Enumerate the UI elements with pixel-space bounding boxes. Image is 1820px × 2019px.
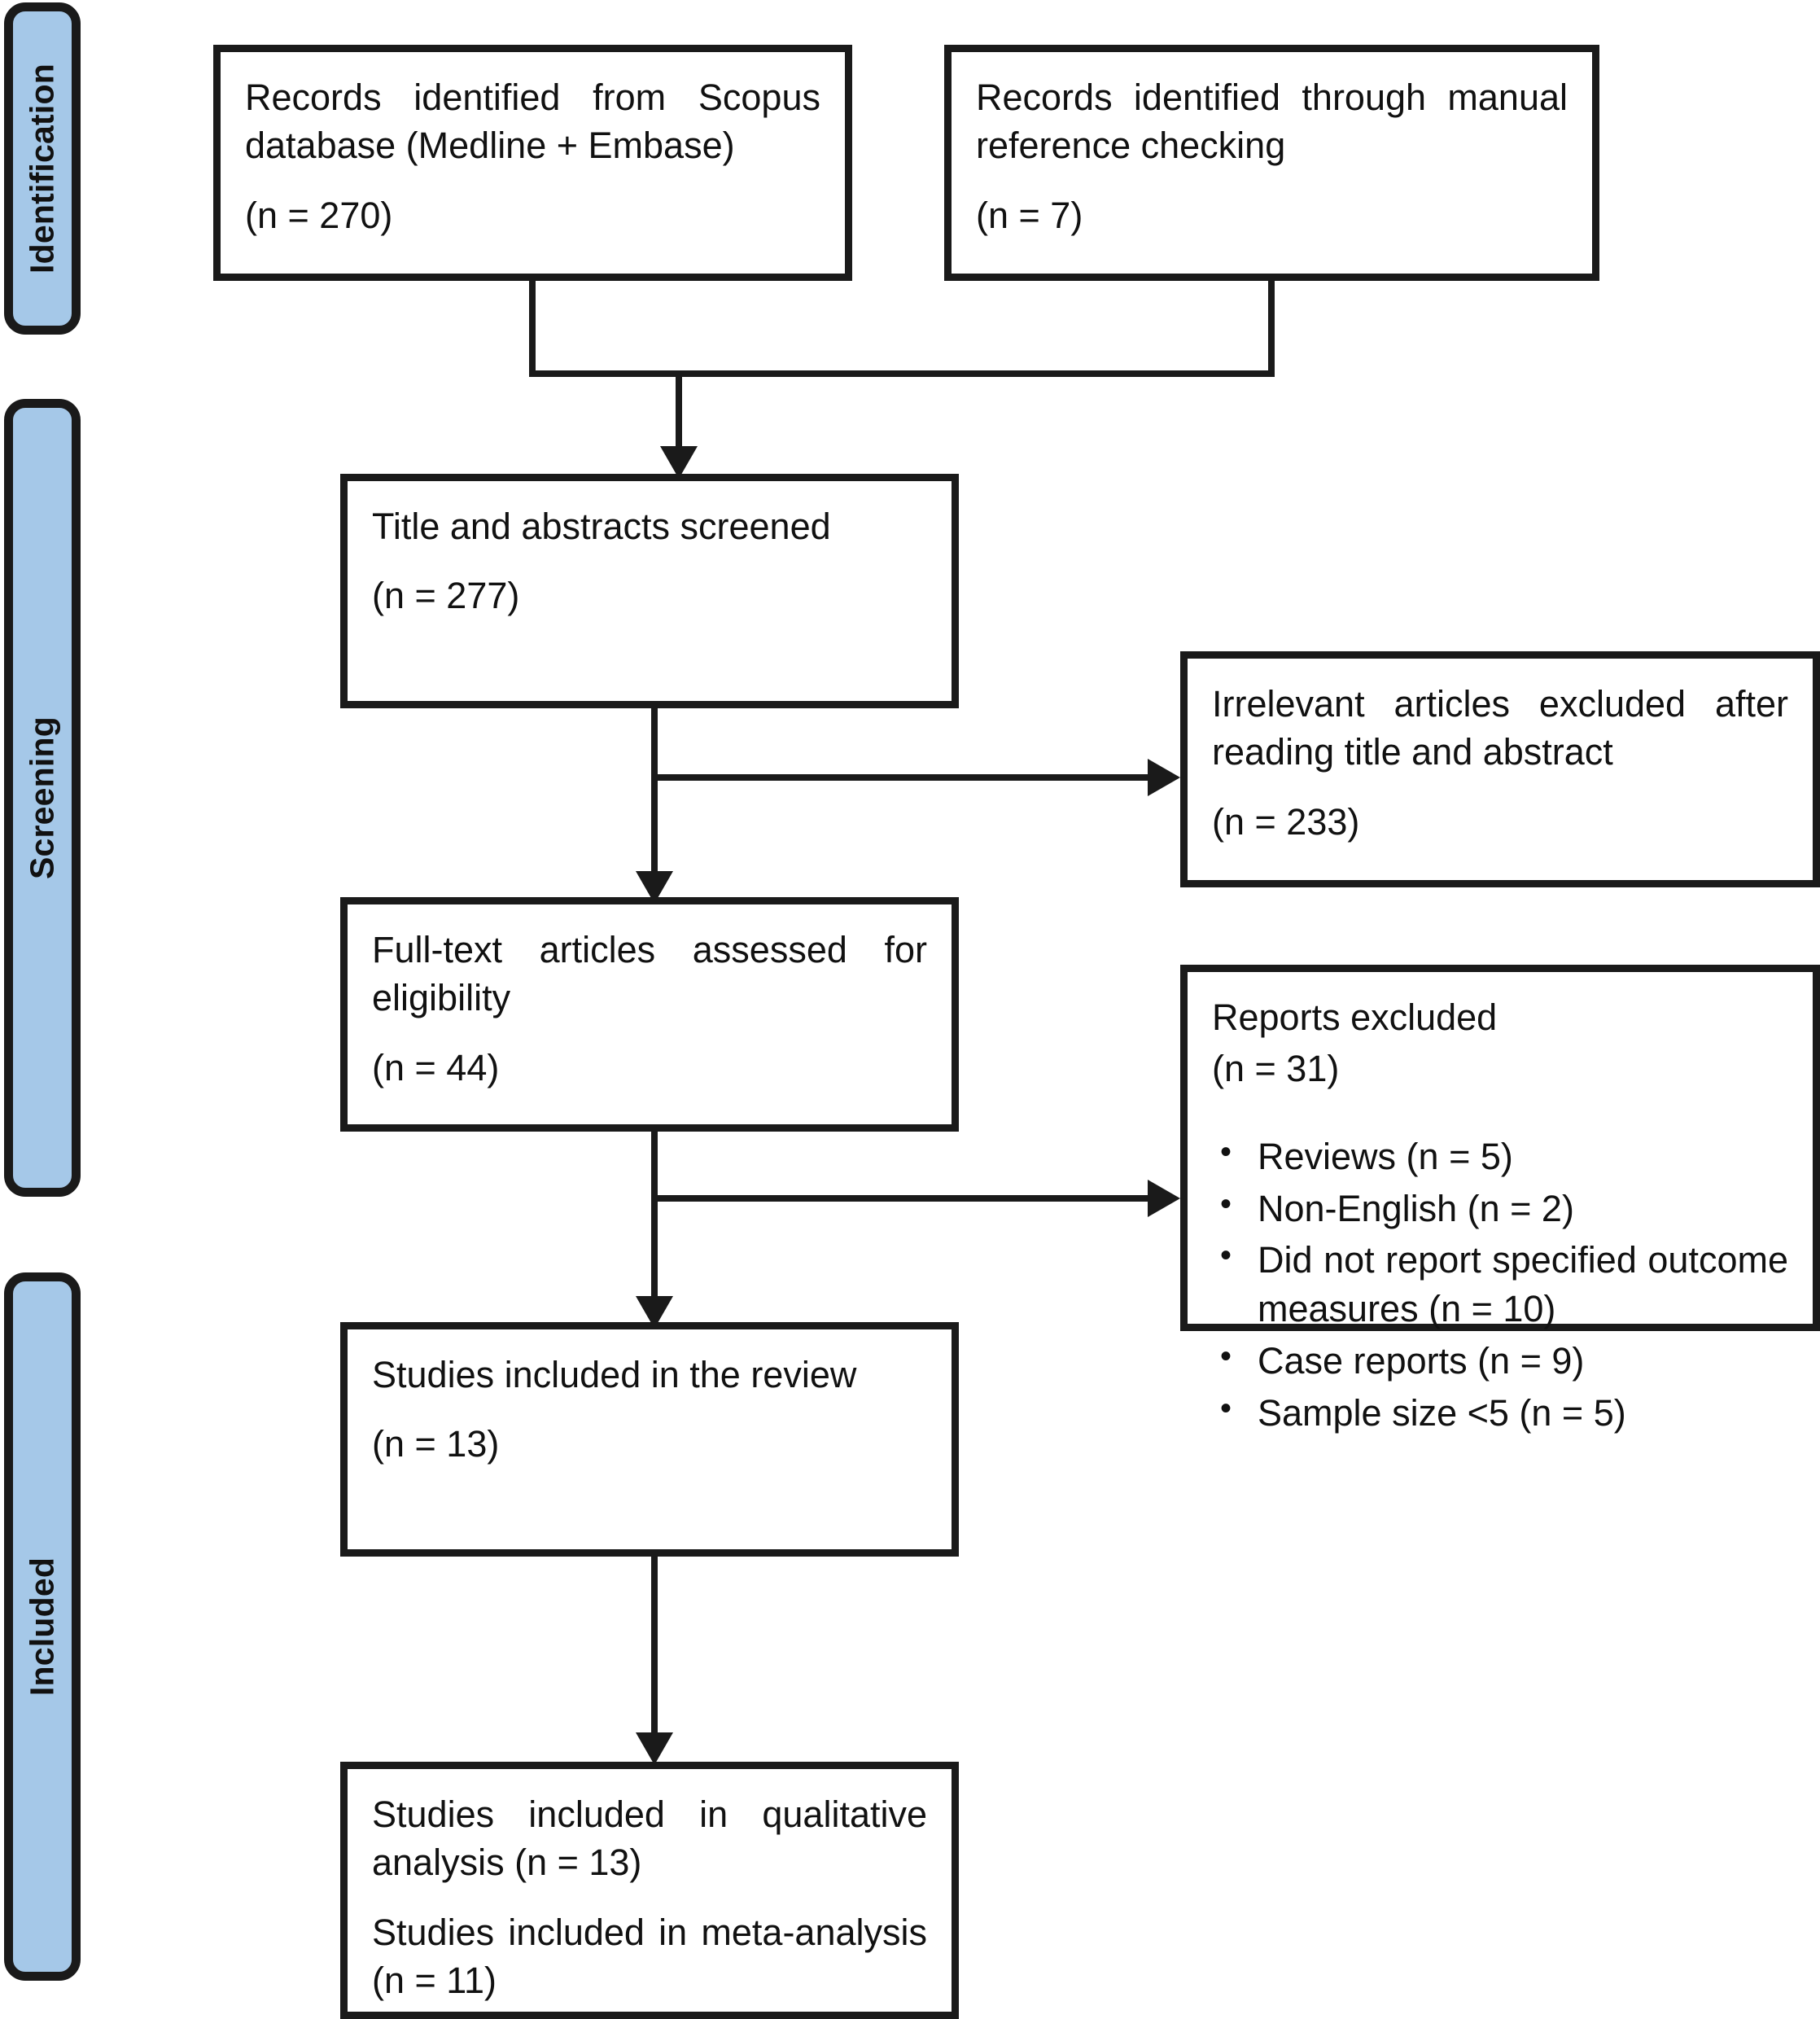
box-fulltext-count: (n = 44) <box>372 1046 500 1088</box>
stage-label-included: Included <box>23 1557 61 1697</box>
stage-rail-identification: Identification <box>4 2 81 335</box>
box-records-scopus-text: Records identified from Scopus database … <box>245 77 820 167</box>
box-fulltext-text: Full-text articles assessed for eligibil… <box>372 929 927 1019</box>
box-reports-excluded: Reports excluded (n = 31) Reviews (n = 5… <box>1180 965 1820 1434</box>
box-included-review-count: (n = 13) <box>372 1423 500 1465</box>
box-screened-count: (n = 277) <box>372 575 520 617</box>
box-reports-excluded-text: Reports excluded <box>1212 996 1498 1038</box>
connector-review-down <box>651 1557 658 1744</box>
box-irrelevant-articles-excluded: Irrelevant articles excluded after readi… <box>1180 651 1820 887</box>
connector-merge-down <box>676 370 682 456</box>
arrowhead-to-irrelevant <box>1148 759 1180 796</box>
stage-label-identification: Identification <box>23 64 61 274</box>
connector-merge-horizontal <box>529 370 1275 377</box>
connector-scopus-down <box>529 281 536 376</box>
box-records-identified-manual: Records identified through manual refere… <box>944 45 1599 281</box>
box-irrelevant-count: (n = 233) <box>1212 800 1360 843</box>
list-item: Reviews (n = 5) <box>1220 1131 1788 1181</box>
connector-screened-to-irrelevant <box>651 774 1149 781</box>
box-reports-excluded-count: (n = 31) <box>1212 1048 1340 1090</box>
reports-excluded-reason-list: Reviews (n = 5) Non-English (n = 2) Did … <box>1212 1131 1788 1438</box>
box-records-manual-text: Records identified through manual refere… <box>976 77 1568 167</box>
stage-label-screening: Screening <box>23 716 61 880</box>
box-included-review-text: Studies included in the review <box>372 1354 857 1395</box>
connector-fulltext-down <box>651 1132 658 1307</box>
arrowhead-to-screened <box>660 446 698 479</box>
stage-rail-included: Included <box>4 1272 81 1981</box>
arrowhead-to-reports-excluded <box>1148 1180 1180 1217</box>
box-irrelevant-text: Irrelevant articles excluded after readi… <box>1212 683 1788 773</box>
box-studies-included-review: Studies included in the review (n = 13) <box>340 1322 959 1557</box>
box-fulltext-assessed: Full-text articles assessed for eligibil… <box>340 897 959 1132</box>
box-records-scopus-count: (n = 270) <box>245 194 393 236</box>
connector-manual-down <box>1268 281 1275 376</box>
box-included-qualitative-text: Studies included in qualitative analysis… <box>372 1793 927 1884</box>
connector-screened-down <box>651 708 658 882</box>
arrowhead-to-final-box <box>636 1732 673 1765</box>
list-item: Non-English (n = 2) <box>1220 1183 1788 1233</box>
box-title-abstracts-screened: Title and abstracts screened (n = 277) <box>340 474 959 708</box>
box-included-meta-text: Studies included in meta-analysis (n = 1… <box>372 1911 927 2002</box>
box-records-manual-count: (n = 7) <box>976 194 1083 236</box>
box-studies-included-analysis: Studies included in qualitative analysis… <box>340 1762 959 2019</box>
stage-rail-screening: Screening <box>4 399 81 1197</box>
list-item: Sample size <5 (n = 5) <box>1220 1387 1788 1438</box>
list-item: Case reports (n = 9) <box>1220 1335 1788 1386</box>
box-records-identified-scopus: Records identified from Scopus database … <box>213 45 852 281</box>
connector-fulltext-to-reports <box>651 1195 1149 1202</box>
list-item: Did not report specified outcome measure… <box>1220 1234 1788 1334</box>
box-screened-text: Title and abstracts screened <box>372 506 831 547</box>
